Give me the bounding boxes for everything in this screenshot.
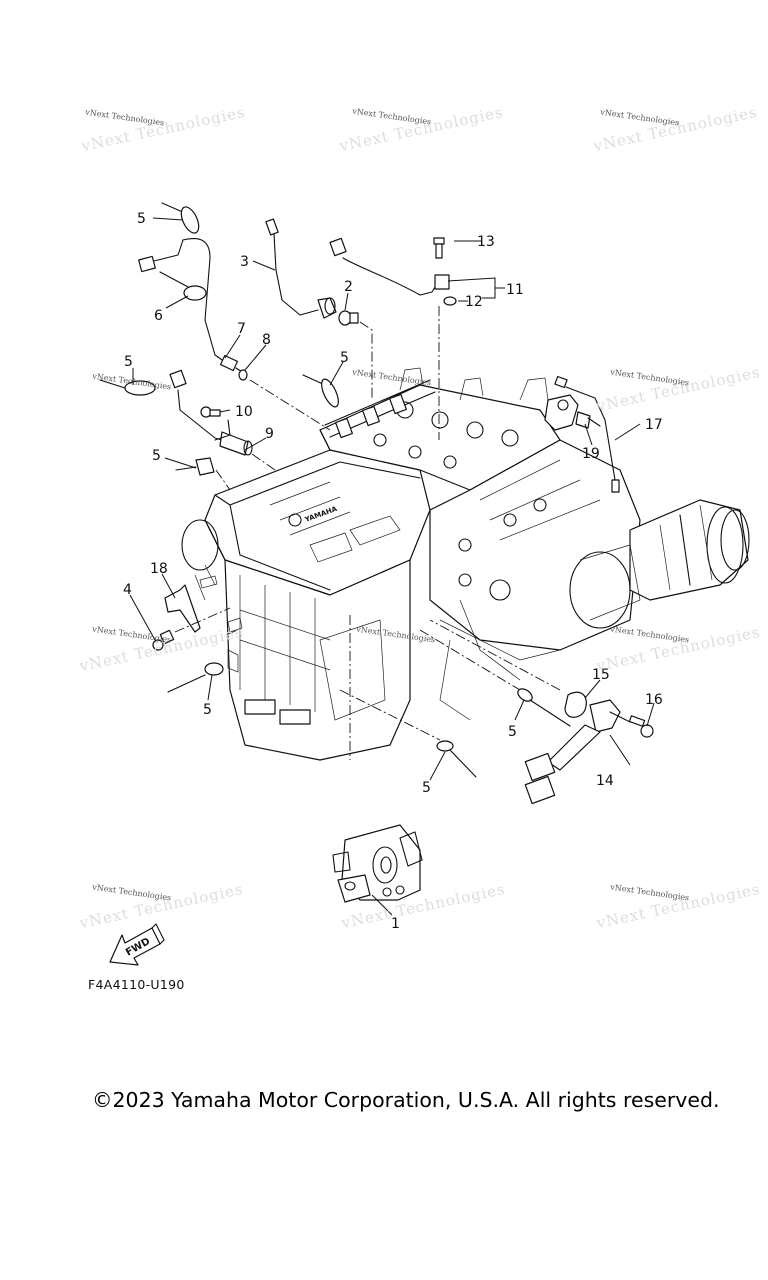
callout-5: 5	[422, 780, 431, 796]
part-6-sensor-lead[interactable]	[138, 238, 226, 363]
callout-11: 11	[506, 282, 524, 298]
part-5-tie-strap-top[interactable]	[161, 202, 202, 236]
callout-5: 5	[508, 724, 517, 740]
callout-5: 5	[124, 354, 133, 370]
callout-5: 5	[137, 211, 146, 227]
callout-17: 17	[645, 417, 663, 433]
callout-6: 6	[154, 308, 163, 324]
callout-16: 16	[645, 692, 663, 708]
fwd-arrow-icon: FWD	[109, 923, 165, 966]
copyright-notice: ©2023 Yamaha Motor Corporation, U.S.A. A…	[92, 1088, 720, 1112]
part-5-tie-strap-center[interactable]	[302, 374, 342, 409]
part-5-tie-strap-mid-left[interactable]	[99, 379, 156, 396]
part-4-bolt[interactable]	[152, 607, 231, 651]
callout-4: 4	[123, 582, 132, 598]
part-12-o-ring[interactable]	[443, 296, 457, 306]
callout-15: 15	[592, 667, 610, 683]
part-16-bolt[interactable]	[609, 711, 654, 738]
part-18-bracket[interactable]	[164, 584, 201, 633]
callout-8: 8	[262, 332, 271, 348]
part-7-sensor[interactable]	[219, 354, 243, 373]
part-11-sensor-assembly[interactable]	[329, 237, 450, 296]
callout-18: 18	[150, 561, 168, 577]
callout-14: 14	[596, 773, 614, 789]
callout-13: 13	[477, 234, 495, 250]
assembly-line	[249, 379, 331, 431]
part-2-plug[interactable]	[338, 310, 373, 400]
part-14-sensor-harness[interactable]	[429, 619, 621, 805]
yamaha-logo-icon	[288, 513, 302, 527]
part-15-o-ring[interactable]	[564, 691, 587, 718]
part-code: F4A4110-U190	[88, 977, 185, 992]
callout-1: 1	[391, 916, 400, 932]
callout-12: 12	[465, 294, 483, 310]
part-1-assembly[interactable]	[332, 824, 423, 903]
part-10-bolt[interactable]	[200, 406, 231, 441]
callout-5: 5	[340, 350, 349, 366]
part-9-sensor[interactable]	[169, 369, 276, 471]
callout-10: 10	[235, 404, 253, 420]
callout-2: 2	[344, 279, 353, 295]
engine-assembly: YAMAHA	[181, 367, 750, 761]
part-17-sensor-lead[interactable]	[554, 375, 620, 493]
part-5-tie-strap-lower-left[interactable]	[167, 662, 224, 693]
part-5-tie-strap-right[interactable]	[419, 629, 571, 727]
callout-labels: 5 3 13 11 12 2 6 7 8 5 5 10 9 5 17 19 18…	[123, 211, 663, 932]
callout-5: 5	[152, 448, 161, 464]
part-3-sensor-lead[interactable]	[265, 218, 337, 319]
part-5-clip-left[interactable]	[175, 457, 231, 491]
part-5-tie-strap-lower-center[interactable]	[339, 689, 477, 778]
callout-19: 19	[582, 446, 600, 462]
callout-7: 7	[237, 321, 246, 337]
part-8-washer[interactable]	[238, 369, 248, 381]
part-13-bolt[interactable]	[433, 237, 445, 259]
callout-9: 9	[265, 426, 274, 442]
callout-3: 3	[240, 254, 249, 270]
leader-lines	[129, 217, 655, 916]
part-19-clamp[interactable]	[575, 411, 601, 429]
callout-5: 5	[203, 702, 212, 718]
